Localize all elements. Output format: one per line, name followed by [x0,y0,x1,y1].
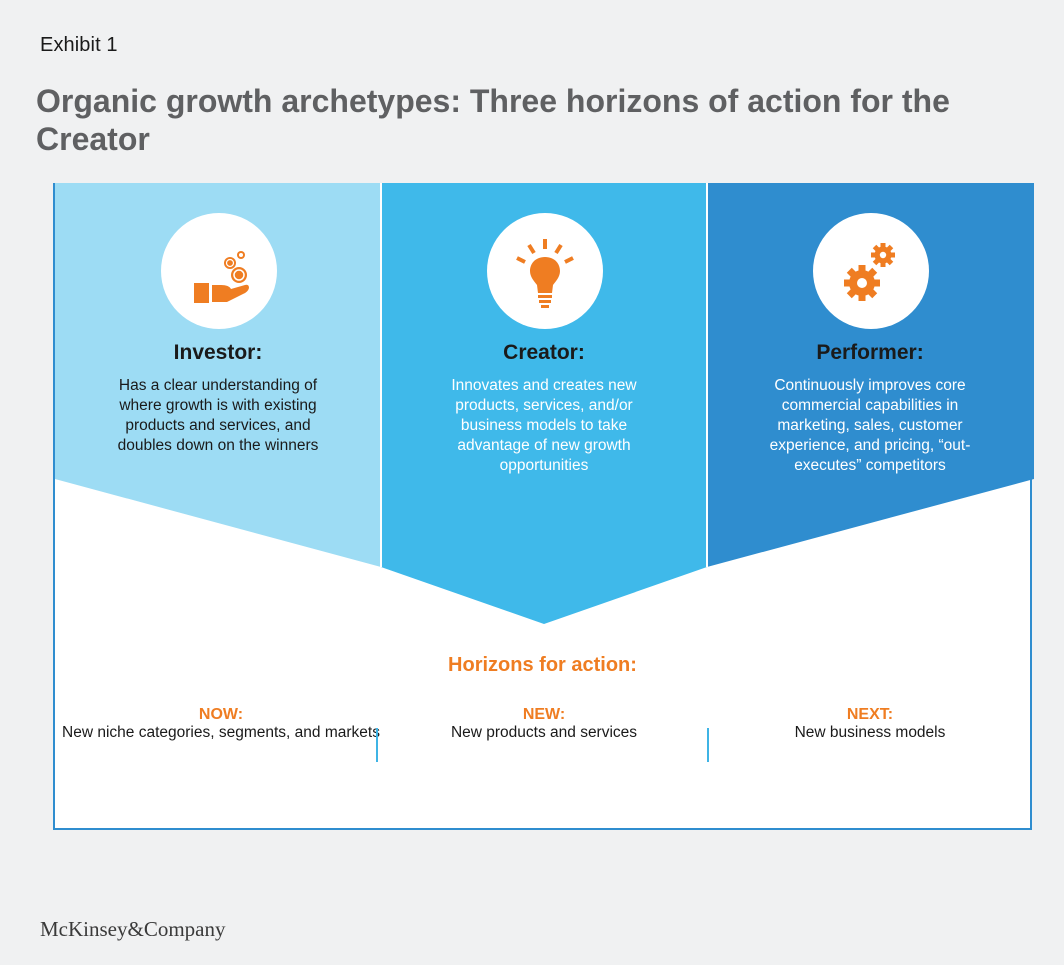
archetypes-diagram: Investor: Has a clear understanding of w… [53,183,1034,830]
investor-panel [55,183,381,567]
investor-icon-circle [161,213,277,329]
creator-panel [381,183,707,624]
lightbulb-icon [516,239,574,308]
page-title: Organic growth archetypes: Three horizon… [36,83,950,157]
horizons-title: Horizons for action: [448,654,637,676]
performer-panel [707,183,1034,567]
horizon-new-text: New products and services [450,724,638,741]
horizon-now: NOW: New niche categories, segments, and… [61,706,381,743]
investor-description: Has a clear understanding of where growt… [117,377,319,454]
horizon-new-label: NEW: [522,706,566,723]
horizon-next: NEXT: New business models [710,706,1030,743]
horizon-divider-left [376,728,378,762]
horizon-next-label: NEXT: [846,706,894,723]
horizon-divider-right [707,728,709,762]
creator-icon-circle [487,213,603,329]
horizon-new: NEW: New products and services [384,706,704,743]
horizon-next-text: New business models [794,724,946,741]
investor-title: Investor: [173,341,263,364]
chevron-background [55,183,1034,624]
brand-logo: McKinsey&Company [40,917,226,941]
horizon-now-label: NOW: [198,706,244,723]
creator-title: Creator: [503,341,585,364]
performer-icon-circle [813,213,929,329]
performer-description: Continuously improves core commercial ca… [769,377,971,474]
creator-description: Innovates and creates new products, serv… [451,377,637,474]
hand-with-coins-icon [194,251,249,303]
horizon-now-text: New niche categories, segments, and mark… [62,724,380,741]
gears-icon [844,243,895,301]
performer-title: Performer: [816,341,924,364]
exhibit-label: Exhibit 1 [40,34,118,56]
